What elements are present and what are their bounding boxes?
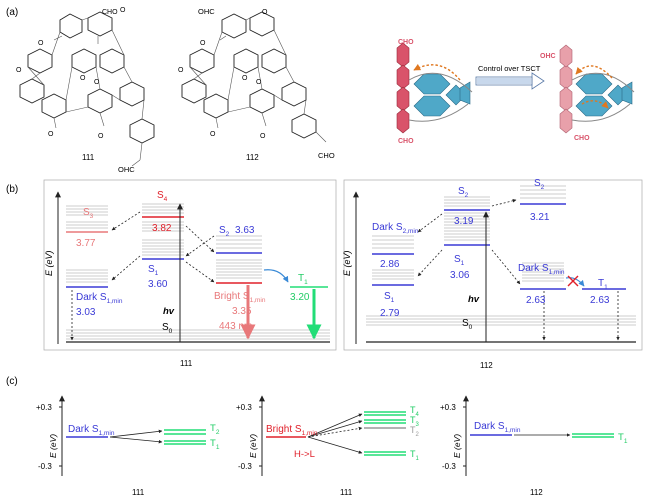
svg-text:O: O <box>16 67 22 74</box>
b111-s2-label: S2 <box>219 225 230 238</box>
b112-hv: hv <box>468 294 480 305</box>
c3-ytick-bottom: -0.3 <box>442 462 456 471</box>
c-plot-111-bright <box>259 395 406 476</box>
b112-t1-value: 2.63 <box>590 295 610 306</box>
c1-axis-label: E (eV) <box>48 434 58 458</box>
svg-text:O: O <box>178 67 184 74</box>
c2-caption: 111 <box>340 488 353 497</box>
b111-bright-label: Bright S1,min <box>214 291 266 304</box>
b112-s1-left-value: 2.79 <box>380 308 400 319</box>
molecule-112-structure: O O O O O O O <box>178 9 327 143</box>
c3-axis-label: E (eV) <box>452 434 462 458</box>
b112-s2-right-label: S2 <box>534 178 545 191</box>
b111-caption: 111 <box>180 359 193 368</box>
c2-transition: H->L <box>294 449 315 460</box>
svg-text:O: O <box>80 75 86 82</box>
b112-s1-center-label: S1 <box>454 254 465 267</box>
c2-state-label: Bright S1,min <box>266 424 318 437</box>
c-plot-111-dark <box>59 395 206 476</box>
b111-s0: S0 <box>162 322 173 335</box>
svg-text:O: O <box>200 40 206 47</box>
svg-text:O: O <box>242 75 248 82</box>
c3-state-label: Dark S1,min <box>474 421 521 434</box>
svg-text:O: O <box>210 131 216 138</box>
molecule-111-structure: CHO O O O O O O O <box>16 7 155 167</box>
molecule-112-cho-bottom: CHO <box>318 151 335 160</box>
svg-text:O: O <box>260 133 266 140</box>
c2-ytick-top: +0.3 <box>236 403 252 412</box>
c2-t3-label: T3 <box>410 415 420 428</box>
tsct-scheme-left <box>396 42 473 134</box>
c1-ytick-bottom: -0.3 <box>38 462 52 471</box>
b111-axis-label: E (eV) <box>44 250 54 276</box>
b112-dark-s2-value: 2.86 <box>380 259 400 270</box>
b112-s0: S0 <box>462 318 473 331</box>
b111-s4-value: 3.82 <box>152 223 172 234</box>
panel-label-b: (b) <box>6 184 18 195</box>
scheme-cho-bottom-right: CHO <box>574 135 590 142</box>
scheme-cho-bottom: CHO <box>398 138 414 145</box>
b111-dark-value: 3.03 <box>76 307 96 318</box>
b111-bright-wavelength: 443 nm <box>219 321 252 332</box>
c1-caption: 111 <box>132 488 145 497</box>
c2-ytick-bottom: -0.3 <box>238 462 252 471</box>
scheme-ohc-top: OHC <box>540 53 556 60</box>
c3-caption: 112 <box>530 488 543 497</box>
c3-ytick-top: +0.3 <box>440 403 456 412</box>
b111-t1-label: T1 <box>298 273 308 286</box>
b112-s2-top-value: 3.19 <box>454 216 474 227</box>
svg-text:O: O <box>256 79 262 86</box>
b112-t1-label: T1 <box>598 278 608 291</box>
diagram-112 <box>343 179 643 351</box>
b112-dark-s1-value: 2.63 <box>526 295 546 306</box>
svg-text:O: O <box>94 79 100 86</box>
svg-text:O: O <box>262 9 268 16</box>
b111-hv: hv <box>163 306 175 317</box>
b112-s1-left-label: S1 <box>384 291 395 304</box>
control-caption: Control over TSCT <box>478 64 541 73</box>
b111-s4-label: S4 <box>157 190 168 203</box>
b112-s1-center-value: 3.06 <box>450 270 470 281</box>
b112-axis-label: E (eV) <box>342 250 352 276</box>
b111-t1-value: 3.20 <box>290 292 310 303</box>
c-plot-112-dark <box>463 395 614 476</box>
c1-t1-label: T1 <box>210 438 220 451</box>
svg-text:O: O <box>38 40 44 47</box>
b112-dark-s1-label: Dark S1,min <box>518 263 565 276</box>
molecule-112-label: 112 <box>246 153 259 162</box>
scheme-cho-top: CHO <box>398 39 414 46</box>
molecule-111-label: 111 <box>82 153 95 162</box>
tsct-scheme-right <box>559 44 635 134</box>
svg-text:CHO: CHO <box>102 9 118 16</box>
b112-s2-right-value: 3.21 <box>530 212 550 223</box>
panel-label-c: (c) <box>6 376 18 387</box>
c2-t4-label: T4 <box>410 405 420 418</box>
svg-text:O: O <box>120 7 126 14</box>
b111-s2-value: 3.63 <box>235 225 255 236</box>
b111-s3-label: S3 <box>83 207 94 220</box>
c3-t1-label: T1 <box>618 432 628 445</box>
c1-ytick-top: +0.3 <box>36 403 52 412</box>
b111-s3-value: 3.77 <box>76 238 96 249</box>
svg-text:O: O <box>48 131 54 138</box>
b112-dark-s2-label: Dark S2,min <box>372 222 419 235</box>
b111-bright-value: 3.35 <box>232 306 252 317</box>
b111-s1-label: S1 <box>148 264 159 277</box>
c2-t1-label: T1 <box>410 449 420 462</box>
b111-s1-value: 3.60 <box>148 279 168 290</box>
molecule-111-cho-bottom: OHC <box>118 165 135 174</box>
c1-state-label: Dark S1,min <box>68 424 115 437</box>
c2-t2-label: T2 <box>410 425 420 438</box>
b112-caption: 112 <box>480 361 493 370</box>
b112-s2-top-label: S2 <box>458 186 469 199</box>
panel-label-a: (a) <box>6 7 18 18</box>
control-arrow <box>475 72 545 90</box>
c1-t2-label: T2 <box>210 423 220 436</box>
svg-text:O: O <box>98 133 104 140</box>
b111-dark-label: Dark S1,min <box>76 292 123 305</box>
molecule-112-cho-top: OHC <box>198 7 215 16</box>
diagram-111 <box>43 179 337 351</box>
c2-axis-label: E (eV) <box>248 434 258 458</box>
